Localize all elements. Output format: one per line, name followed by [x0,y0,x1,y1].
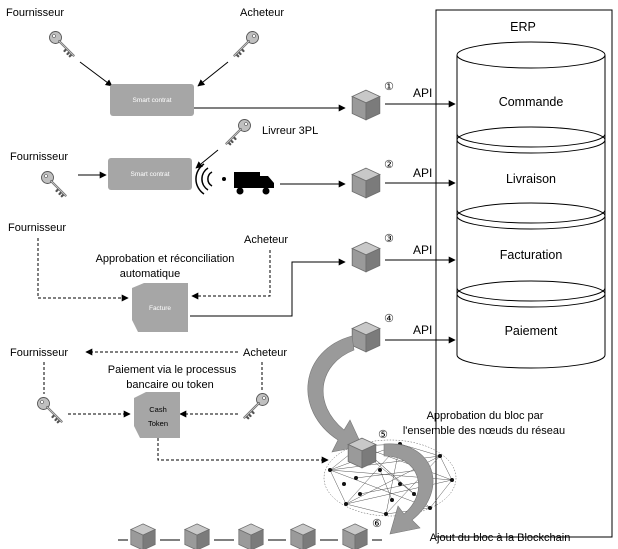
erp-module-paiement: Paiement [505,324,558,338]
chain-label: Ajout du bloc à la Blockchain [430,532,571,544]
curved-arrow-to-chain [383,443,434,535]
chain-block-2 [184,523,210,549]
erp-title: ERP [510,20,536,34]
facture-document [132,283,188,332]
cash-token-document [134,392,180,438]
row2-fournisseur-label: Fournisseur [10,151,68,163]
row3-facture-label: Facture [149,305,171,312]
network-approbation-line2: l'ensemble des nœuds du réseau [403,425,565,437]
chain-block-5 [342,523,368,549]
row2-smart-contract-box [108,158,192,190]
chain-block-1 [130,523,156,549]
wireless-signal-icon [195,163,226,195]
delivery-truck-icon [234,172,274,195]
row2-fournisseur-key-icon [40,170,67,198]
row2-livreur-key-icon [225,118,252,146]
chain-block-3 [238,523,264,549]
blockchain-chain [118,523,382,549]
row3-api-label: API [413,243,432,257]
row2-step-number: ② [384,159,394,171]
row1-acheteur-label: Acheteur [240,7,284,19]
erp-module-commande: Commande [499,95,564,109]
row4-acheteur-key-icon [243,392,270,420]
row1-api-label: API [413,86,432,100]
curved-arrow-to-network [307,335,363,453]
erp-database [456,41,606,369]
row1-fournisseur-key-icon [48,30,75,58]
chain-block-4 [290,523,316,549]
row2-livreur-label: Livreur 3PL [262,125,318,137]
row3-acheteur-label: Acheteur [244,234,288,246]
row4-fournisseur-label: Fournisseur [10,347,68,359]
row1-block-cube-icon [351,89,381,121]
row4-paiement-line2: bancaire ou token [126,379,213,391]
row2-api-label: API [413,166,432,180]
row3-step-number: ③ [384,233,394,245]
cash-token-line2: Token [148,419,168,428]
row4-block-cube-icon [351,321,381,353]
row3-block-cube-icon [351,241,381,273]
network-block-cube-icon [347,437,377,469]
row2-block-cube-icon [351,167,381,199]
row1-smart-contract-box [110,84,194,116]
row1-step-number: ① [384,81,394,93]
row4-paiement-line1: Paiement via le processus [108,364,237,376]
row3-approbation-line1: Approbation et réconciliation [96,253,235,265]
erp-module-facturation: Facturation [500,248,563,262]
row4-api-label: API [413,323,432,337]
row1-acheteur-key-icon [233,30,260,58]
row4-fournisseur-key-icon [36,396,63,424]
chain-step-number: ⑥ [372,518,382,530]
network-approbation-line1: Approbation du bloc par [427,410,544,422]
row1-fournisseur-label: Fournisseur [6,7,64,19]
network-step-number: ⑤ [378,429,388,441]
row3-approbation-line2: automatique [120,268,181,280]
row4-acheteur-label: Acheteur [243,347,287,359]
cash-token-line1: Cash [149,405,167,414]
row1-smart-contract-label: Smart contrat [132,97,171,104]
erp-module-livraison: Livraison [506,172,556,186]
row4-step-number: ④ [384,313,394,325]
row3-fournisseur-label: Fournisseur [8,222,66,234]
row2-smart-contract-label: Smart contrat [130,171,169,178]
